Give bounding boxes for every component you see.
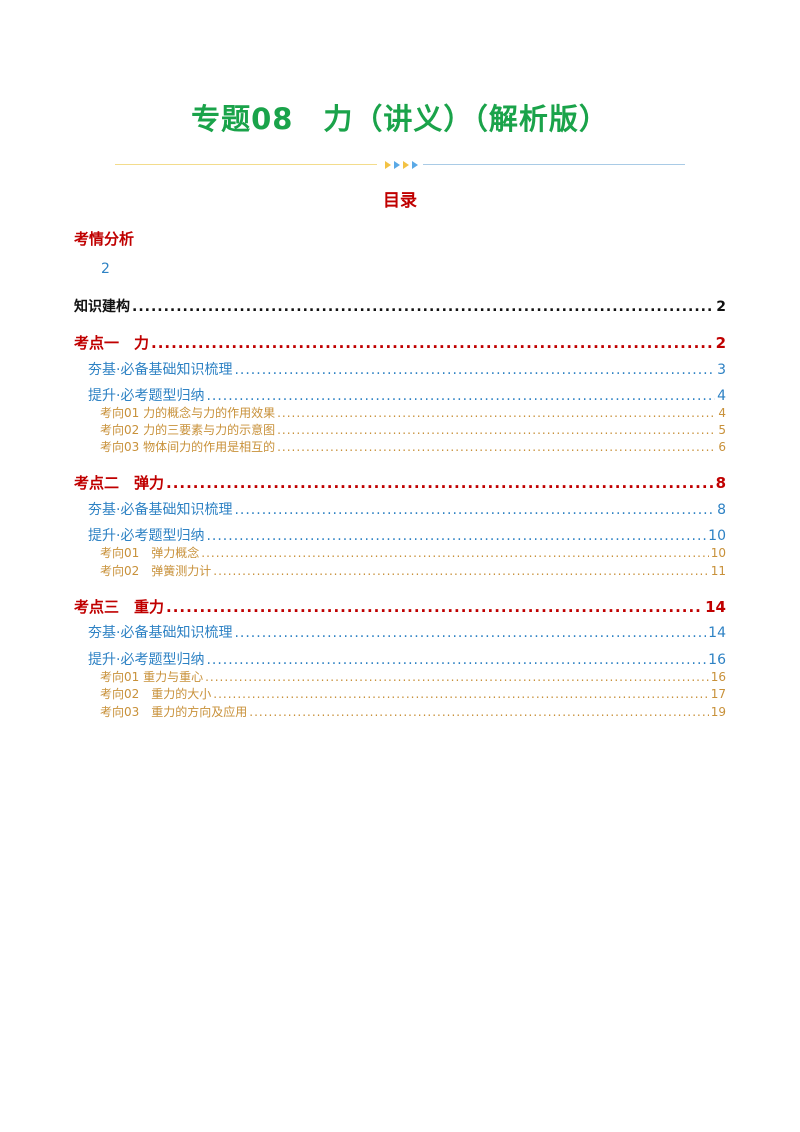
toc-page-number: 4 [717, 388, 726, 404]
toc-leader-dots [277, 406, 716, 420]
toc-entry-kd1-item-3[interactable]: 考向03 物体间力的作用是相互的 6 [100, 438, 726, 455]
toc-entry-kd3-jiji[interactable]: 夯基·必备基础知识梳理 14 [88, 622, 726, 642]
toc-entry-kaodian-3[interactable]: 考点三 重力 14 [74, 596, 726, 617]
toc-entry-kd1-tisheng[interactable]: 提升·必考题型归纳 4 [88, 385, 726, 405]
toc-entry-kd2-tisheng[interactable]: 提升·必考题型归纳 10 [88, 525, 726, 545]
toc-leader-dots [132, 299, 714, 315]
toc-label: 考向01 力的概念与力的作用效果 [100, 406, 276, 420]
toc-page-number: 19 [710, 705, 726, 719]
toc-leader-dots [206, 652, 706, 668]
toc-label: 考向02 力的三要素与力的示意图 [100, 423, 276, 437]
toc-page-number: 8 [717, 502, 726, 518]
toc-leader-dots [213, 687, 708, 701]
toc-entry-zhishi[interactable]: 知识建构 2 [74, 296, 726, 316]
toc-leader-dots [166, 474, 714, 492]
toc-label: 考点一 力 [74, 334, 150, 352]
toc-entry-kd3-item-3[interactable]: 考向03 重力的方向及应用 19 [100, 703, 726, 720]
toc-leader-dots [166, 598, 703, 616]
toc-label: 考向01 重力与重心 [100, 670, 204, 684]
toc-entry-kd1-jiji[interactable]: 夯基·必备基础知识梳理 3 [88, 359, 726, 379]
toc-label: 考向02 重力的大小 [100, 687, 212, 701]
toc-entry-kd3-tisheng[interactable]: 提升·必考题型归纳 16 [88, 649, 726, 669]
toc-page-number: 14 [708, 625, 726, 641]
toc-leader-dots [205, 670, 709, 684]
toc-label: 考点二 弹力 [74, 474, 165, 492]
toc-leader-dots [206, 528, 706, 544]
toc-page-kaoqing: 2 [101, 261, 110, 277]
document-title: 专题08 力（讲义）（解析版） [191, 102, 609, 136]
toc-label: 提升·必考题型归纳 [88, 652, 205, 668]
toc-leader-dots [249, 705, 708, 719]
toc-page-number: 17 [710, 687, 726, 701]
toc-entry-kd2-jiji[interactable]: 夯基·必备基础知识梳理 8 [88, 499, 726, 519]
toc-page-number: 8 [715, 474, 726, 492]
toc-page-number: 10 [710, 546, 726, 560]
toc-label: 考向01 弹力概念 [100, 546, 200, 560]
toc-label: 夯基·必备基础知识梳理 [88, 362, 233, 378]
toc-label: 夯基·必备基础知识梳理 [88, 502, 233, 518]
toc-entry-kd3-item-2[interactable]: 考向02 重力的大小 17 [100, 685, 726, 702]
toc-entry-kd2-item-2[interactable]: 考向02 弹簧测力计 11 [100, 562, 726, 579]
toc-page-number: 16 [710, 670, 726, 684]
toc-page-number: 4 [718, 406, 726, 420]
toc-page-number: 3 [717, 362, 726, 378]
toc-label: 考向02 弹簧测力计 [100, 564, 212, 578]
toc-entry-kaoqing[interactable]: 考情分析 [74, 230, 135, 248]
toc-entry-kaodian-1[interactable]: 考点一 力 2 [74, 332, 726, 353]
toc-page-number: 11 [710, 564, 726, 578]
title-divider [115, 158, 685, 172]
toc-leader-dots [234, 502, 715, 518]
toc-label: 考向03 重力的方向及应用 [100, 705, 248, 719]
toc-label: 提升·必考题型归纳 [88, 388, 205, 404]
toc-page-number: 6 [718, 440, 726, 454]
toc-page-number: 2 [715, 334, 726, 352]
toc-entry-kd2-item-1[interactable]: 考向01 弹力概念 10 [100, 544, 726, 561]
divider-line-left [115, 164, 377, 165]
toc-leader-dots [234, 625, 706, 641]
toc-leader-dots [234, 362, 715, 378]
toc-label: 考向03 物体间力的作用是相互的 [100, 440, 276, 454]
toc-leader-dots [213, 564, 708, 578]
toc-label: 夯基·必备基础知识梳理 [88, 625, 233, 641]
toc-entry-kaodian-2[interactable]: 考点二 弹力 8 [74, 472, 726, 493]
toc-leader-dots [151, 334, 714, 352]
toc-heading: 目录 [383, 191, 417, 211]
toc-leader-dots [277, 440, 716, 454]
toc-entry-kd1-item-1[interactable]: 考向01 力的概念与力的作用效果 4 [100, 404, 726, 421]
toc-entry-kd1-item-2[interactable]: 考向02 力的三要素与力的示意图 5 [100, 421, 726, 438]
toc-page-number: 16 [708, 652, 726, 668]
toc-leader-dots [201, 546, 708, 560]
toc-page-number: 2 [716, 299, 726, 315]
toc-label: 提升·必考题型归纳 [88, 528, 205, 544]
toc-page-number: 14 [705, 598, 726, 616]
toc-page-number: 5 [718, 423, 726, 437]
divider-line-right [423, 164, 685, 165]
toc-label: 知识建构 [74, 299, 130, 315]
toc-label: 考点三 重力 [74, 598, 165, 616]
toc-leader-dots [277, 423, 716, 437]
toc-page-number: 10 [708, 528, 726, 544]
divider-arrows-icon [385, 161, 418, 169]
toc-entry-kd3-item-1[interactable]: 考向01 重力与重心 16 [100, 668, 726, 685]
toc-leader-dots [206, 388, 715, 404]
